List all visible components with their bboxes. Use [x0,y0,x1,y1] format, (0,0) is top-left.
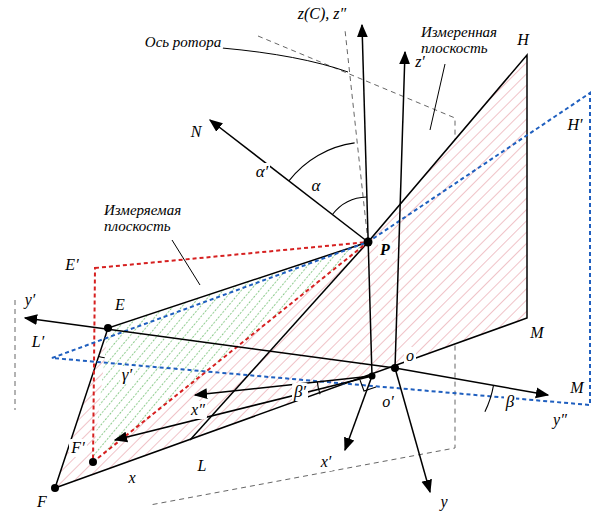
point-dot [391,364,399,372]
diagram-label: z(C), z″ [296,5,348,23]
diagram-label: P [378,241,392,259]
diagram-label: β [504,393,516,412]
diagram-label: o [404,347,416,365]
diagram-label: L′ [30,333,46,351]
angle-arc [317,382,320,394]
point-dot [104,324,112,332]
leader-line [430,64,445,130]
plane-edge [190,242,368,440]
diagram-label: H [515,31,531,49]
leader-lines [172,48,445,285]
diagram-label: z′ [413,53,427,71]
leader-line [172,240,200,285]
diagram-label: N [189,123,204,141]
right-angle-mark [360,380,376,391]
plane-edge [55,55,527,488]
measured-plane [55,55,527,488]
point-dot [51,484,59,492]
y-prime-axis [25,318,395,368]
diagram-label: Измеряемая плоскость [102,202,198,235]
y-double-prime-axis [395,368,548,395]
point-dot [89,458,97,466]
y-axis [395,368,430,492]
angle-arc [332,197,366,215]
leader-line [222,48,348,72]
diagram-label: o′ [380,393,396,411]
diagram-label: α [310,177,323,196]
diagram-label: M [568,379,585,397]
diagram-label: x [126,469,137,487]
diagram-label: M [528,324,545,342]
diagram-label: y′ [23,291,38,309]
z-prime-axis [395,52,405,368]
plane-outline [55,55,527,488]
diagram-label: F [35,493,49,511]
diagram-label: F′ [69,439,86,457]
diagram-label: x″ [189,401,207,419]
normal-vector [210,120,368,242]
angle-arc [289,143,355,181]
measuring-plane [93,242,368,462]
dashed-frame [15,300,16,410]
angle-arcs [99,143,494,412]
diagram-label: E′ [63,256,80,274]
red-plane-edge [93,242,368,462]
diagram-label: Ось ротора [143,34,223,51]
point-dot [364,238,373,247]
diagram-label: α′ [254,163,271,182]
x-axis [115,376,372,440]
red-plane [93,242,368,462]
diagram-label: y″ [551,411,569,429]
x-double-prime-axis [195,376,372,395]
diagram-label: L [196,457,209,475]
diagram-label: x′ [319,453,334,471]
angle-arc [99,357,105,358]
point-dot [369,373,376,380]
diagram-label: Измеренная плоскость [419,24,515,57]
diagram-label: y [438,493,449,511]
diagram-label: E [113,296,127,314]
angle-arc [485,385,494,411]
diagram-label: H′ [565,116,584,134]
x-prime-axis [345,376,372,450]
diagram-label: β′ [292,383,308,402]
points [51,238,399,493]
axes [25,25,548,492]
diagram-label: γ′ [120,366,134,385]
z-axis [362,25,372,376]
